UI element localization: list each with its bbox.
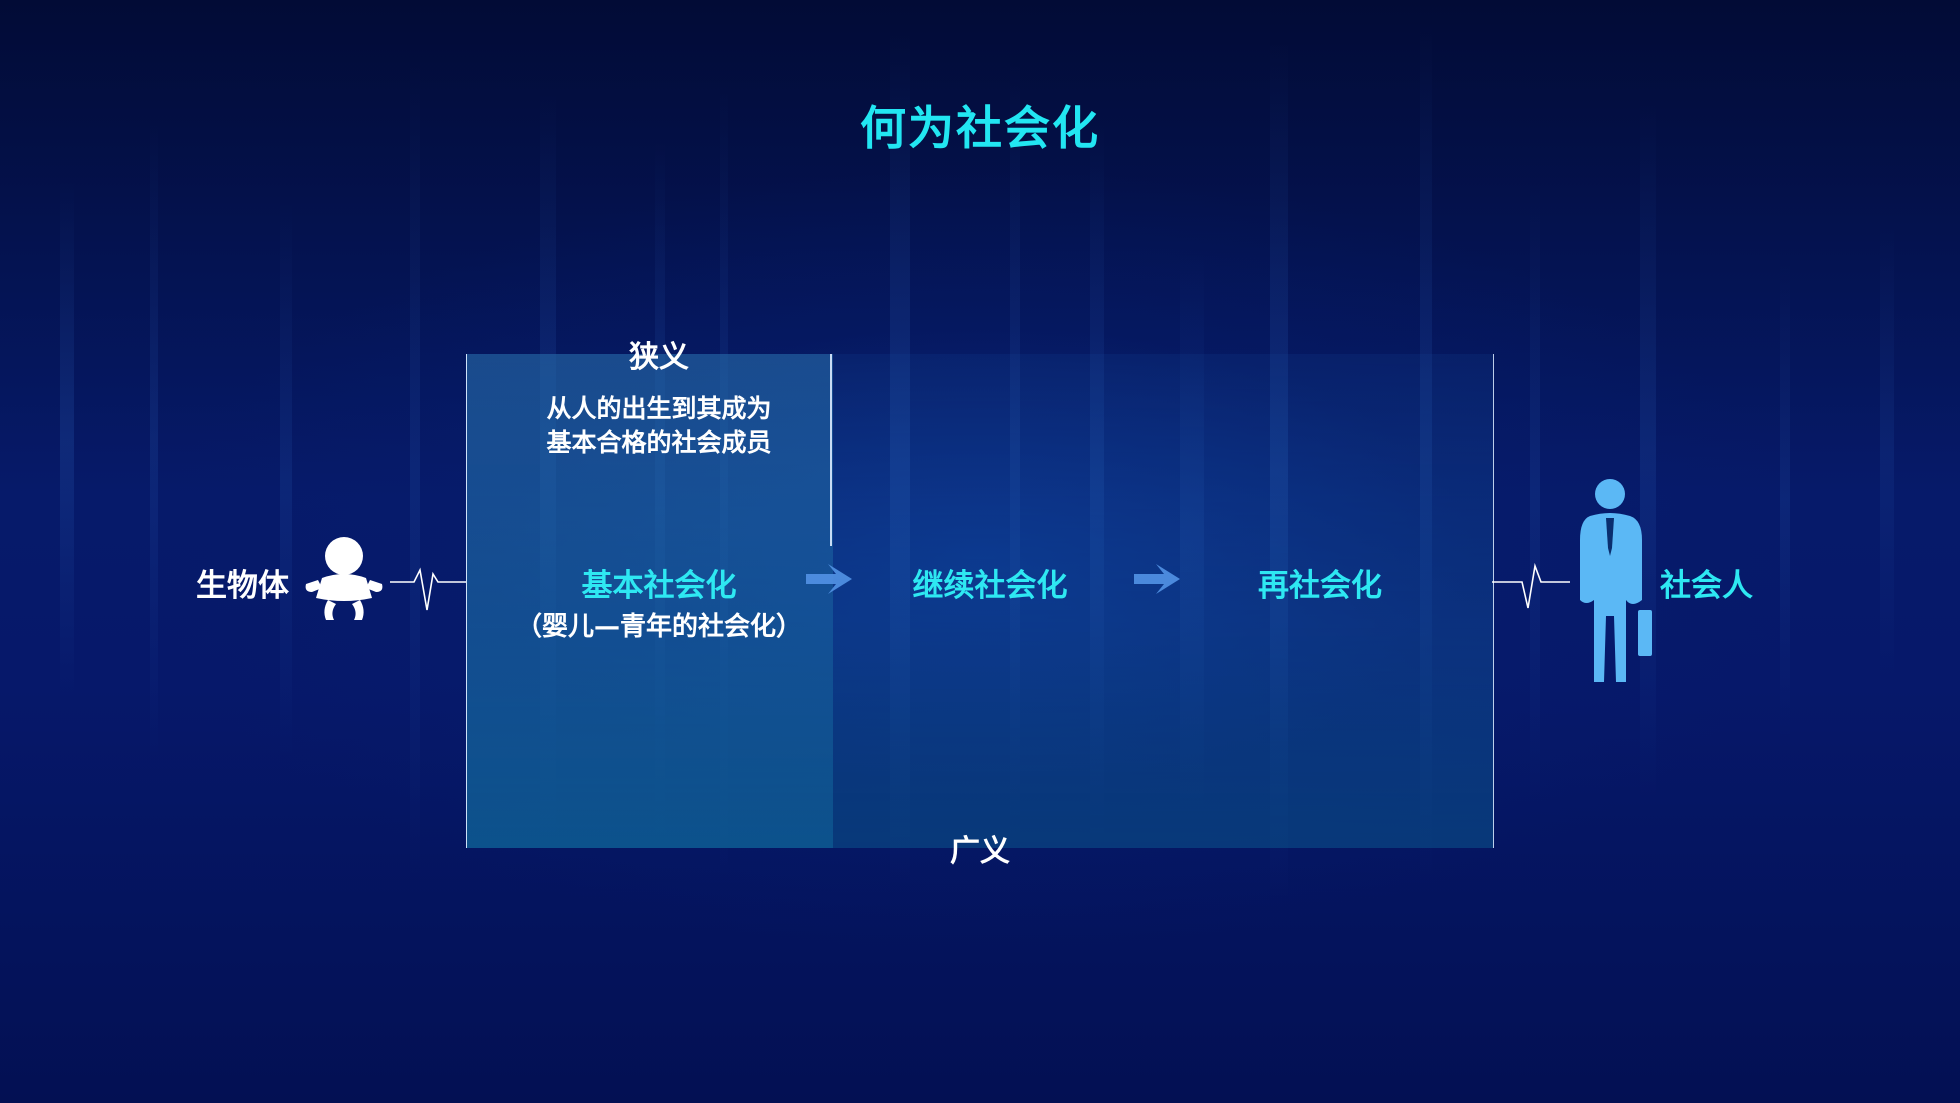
narrow-scope-label: 狭义 xyxy=(629,340,689,375)
narrow-scope-divider xyxy=(830,354,832,546)
narrow-description-line-1: 从人的出生到其成为 xyxy=(546,394,772,423)
stage-continued-socialization: 继续社会化 xyxy=(912,568,1068,604)
end-label: 社会人 xyxy=(1660,568,1753,604)
businessman-icon xyxy=(1580,479,1652,682)
narrow-scope-box xyxy=(466,354,833,848)
stage-resocialization: 再社会化 xyxy=(1258,568,1382,604)
page-title: 何为社会化 xyxy=(860,101,1100,155)
pulse-line-left xyxy=(390,567,466,611)
arrow-icon-1 xyxy=(806,564,852,594)
start-label: 生物体 xyxy=(196,568,289,604)
arrow-icon-2 xyxy=(1134,564,1180,594)
baby-icon xyxy=(305,537,383,620)
stage-basic-socialization-note: （婴儿—青年的社会化） xyxy=(515,612,802,642)
pulse-line-right xyxy=(1492,562,1570,609)
narrow-scope-description: 从人的出生到其成为 基本合格的社会成员 xyxy=(466,392,852,460)
narrow-description-line-2: 基本合格的社会成员 xyxy=(546,428,772,457)
broad-scope-label: 广义 xyxy=(950,834,1010,869)
stage-basic-socialization: 基本社会化 xyxy=(581,568,737,604)
